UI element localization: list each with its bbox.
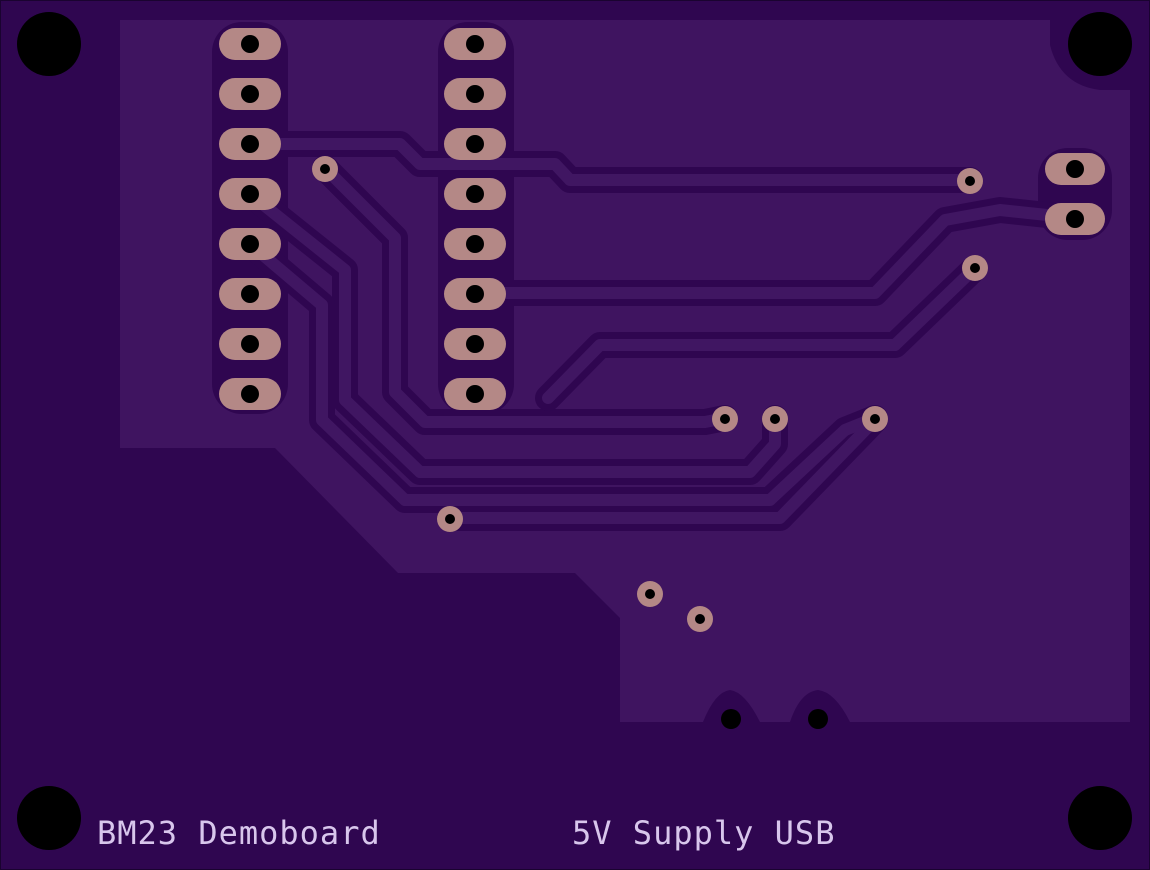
header-right bbox=[444, 28, 506, 410]
header-pad bbox=[444, 28, 506, 60]
header-pad bbox=[219, 328, 281, 360]
header-pad bbox=[444, 228, 506, 260]
via bbox=[312, 156, 338, 182]
via bbox=[862, 406, 888, 432]
via bbox=[957, 168, 983, 194]
usb-holes bbox=[721, 709, 828, 729]
vias bbox=[312, 156, 988, 632]
via bbox=[687, 606, 713, 632]
usb-hole bbox=[721, 709, 741, 729]
via bbox=[637, 581, 663, 607]
via bbox=[712, 406, 738, 432]
mounting-hole bbox=[17, 12, 81, 76]
header-pad bbox=[219, 228, 281, 260]
header-pad bbox=[219, 278, 281, 310]
connector-pad bbox=[1045, 203, 1105, 235]
copper-pour bbox=[120, 20, 1130, 722]
power-connector bbox=[1045, 153, 1105, 235]
header-pad bbox=[219, 128, 281, 160]
header-pad bbox=[219, 378, 281, 410]
connector-pad bbox=[1045, 153, 1105, 185]
mounting-hole bbox=[17, 786, 81, 850]
mounting-hole bbox=[1068, 786, 1132, 850]
header-pad bbox=[444, 278, 506, 310]
header-pad bbox=[219, 28, 281, 60]
header-pad bbox=[444, 378, 506, 410]
usb-hole bbox=[808, 709, 828, 729]
via bbox=[437, 506, 463, 532]
header-pad bbox=[444, 128, 506, 160]
supply-label: 5V Supply USB bbox=[572, 814, 835, 852]
pcb-traces bbox=[244, 138, 1081, 524]
via bbox=[762, 406, 788, 432]
header-left bbox=[219, 28, 281, 410]
mounting-holes bbox=[17, 12, 1132, 850]
header-pad bbox=[444, 178, 506, 210]
mounting-hole bbox=[1068, 12, 1132, 76]
header-pad bbox=[444, 328, 506, 360]
header-pad bbox=[444, 78, 506, 110]
via bbox=[962, 255, 988, 281]
header-pad bbox=[219, 178, 281, 210]
header-pad bbox=[219, 78, 281, 110]
board-label: BM23 Demoboard bbox=[97, 814, 381, 852]
